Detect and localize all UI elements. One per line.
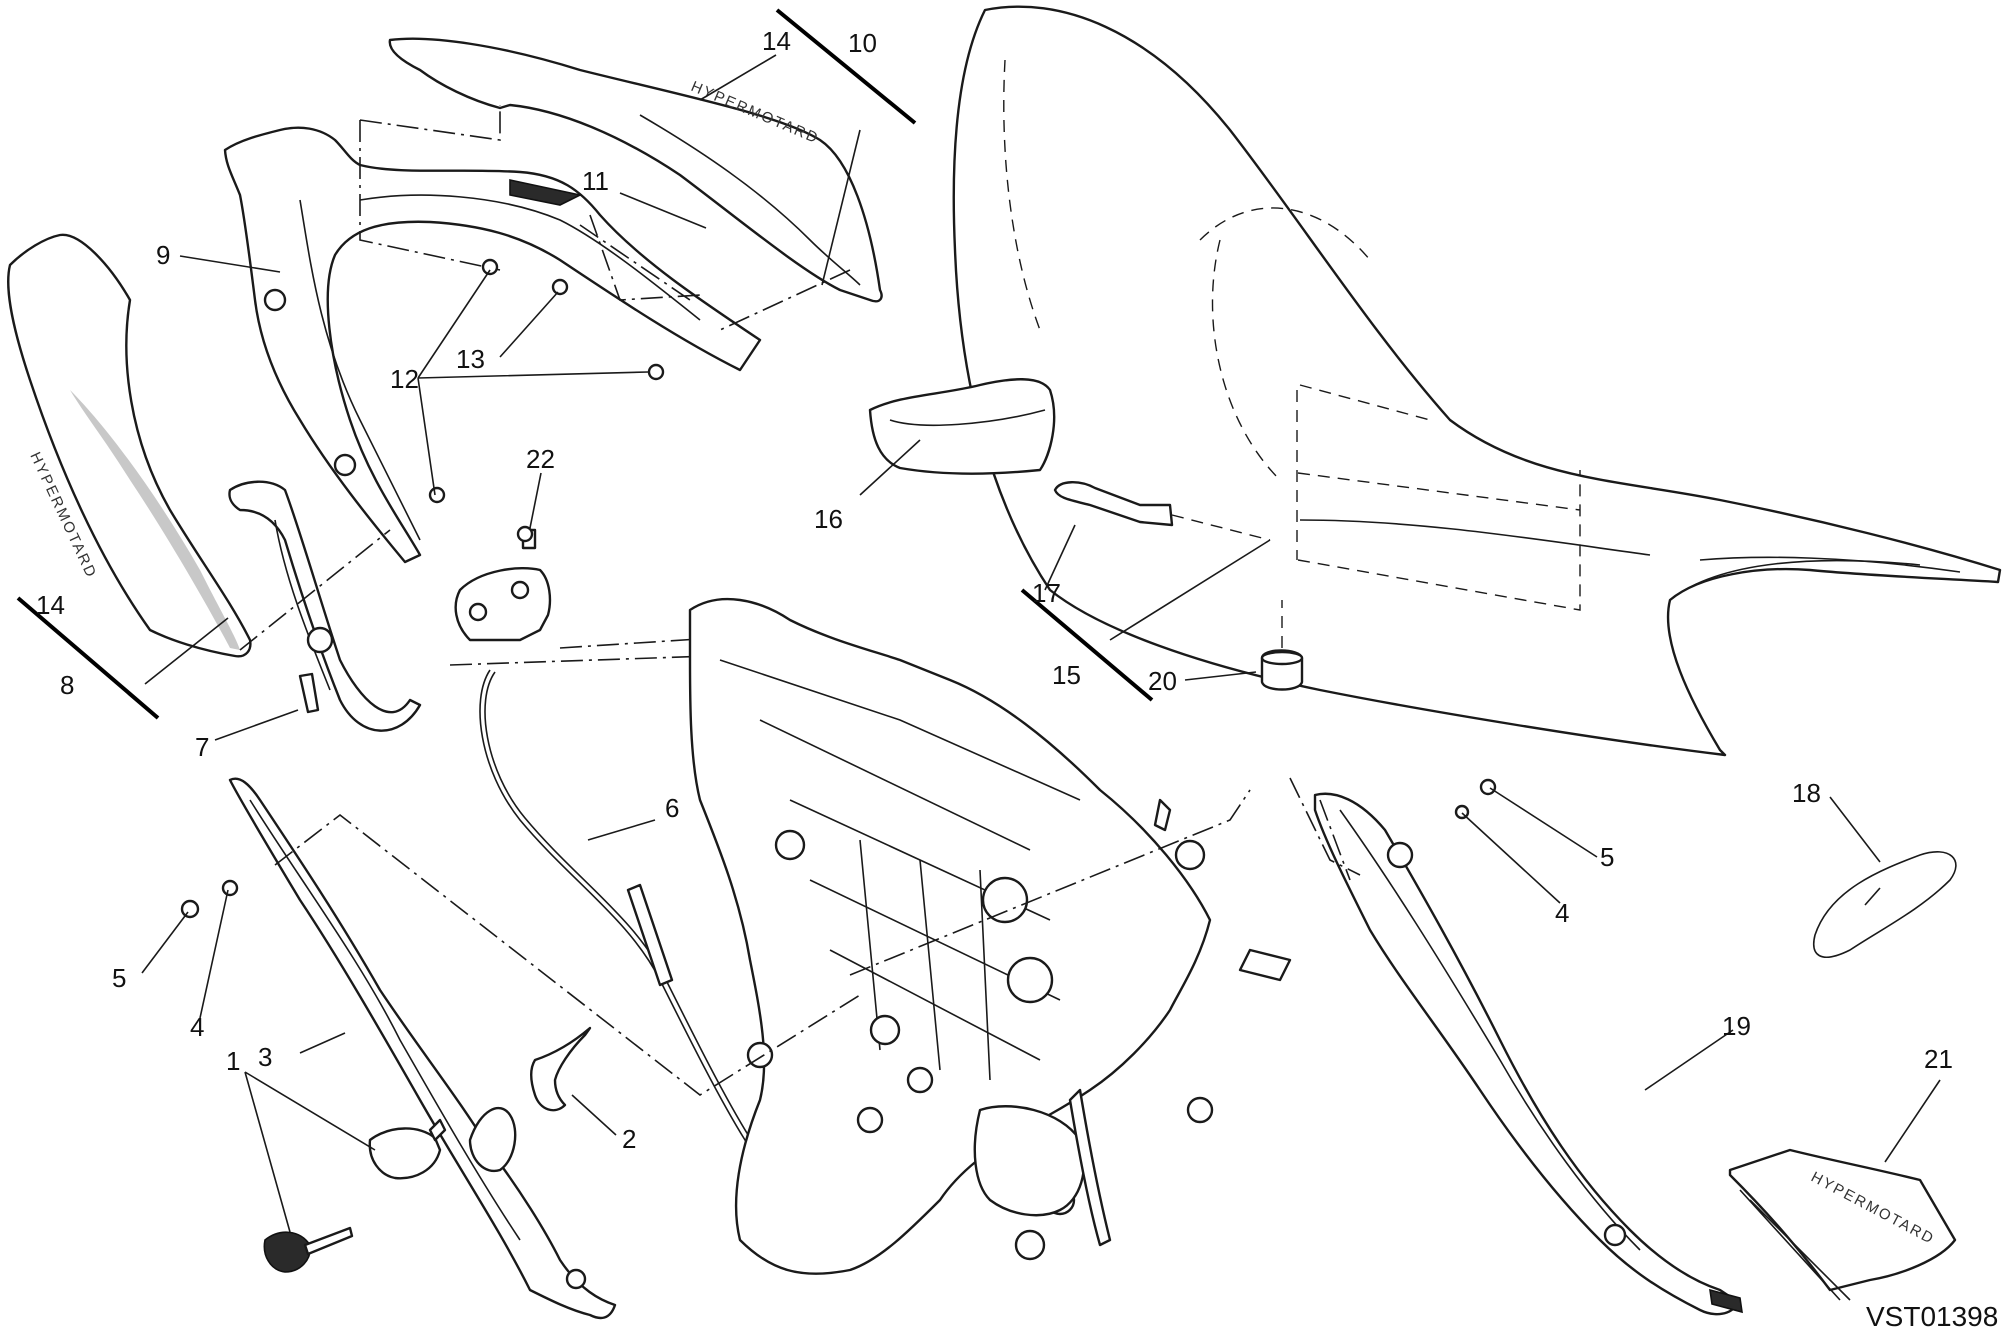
seat-dashed-guides [1296, 390, 1581, 611]
diagram-code: VST01398 [1866, 1301, 1998, 1332]
label-17: 17 [1032, 578, 1061, 608]
label-16: 16 [814, 504, 843, 534]
leader-lines [16, 8, 1941, 1233]
label-15: 15 [1052, 660, 1081, 690]
dash-9-10 [359, 105, 501, 271]
label-4-right: 4 [1555, 898, 1569, 928]
subframe [688, 597, 1292, 1275]
label-9: 9 [156, 240, 170, 270]
cable-loop-18 [1813, 851, 1957, 959]
label-7: 7 [195, 732, 209, 762]
label-3: 3 [258, 1042, 272, 1072]
label-2: 2 [622, 1124, 636, 1154]
grab-frame-9 [223, 126, 762, 564]
label-18: 18 [1792, 778, 1821, 808]
dash-11 [579, 214, 701, 301]
side-panel-3 [228, 777, 861, 1320]
callout-labels: 1 2 3 4 5 4 5 6 7 8 9 10 11 12 13 14 14 … [36, 26, 1953, 1154]
screws [180, 258, 1497, 919]
seat [952, 5, 2002, 757]
label-13: 13 [456, 344, 485, 374]
label-22: 22 [526, 444, 555, 474]
label-5-right: 5 [1600, 842, 1614, 872]
pad-16 [868, 378, 1056, 475]
label-1: 1 [226, 1046, 240, 1076]
label-14-left: 14 [36, 590, 65, 620]
label-11: 11 [582, 166, 609, 196]
strap-17 [1053, 481, 1271, 541]
label-8: 8 [60, 670, 74, 700]
label-20: 20 [1148, 666, 1177, 696]
rubber-20 [1260, 600, 1304, 691]
label-10: 10 [848, 28, 877, 58]
label-12: 12 [390, 364, 419, 394]
label-4-left: 4 [190, 1012, 204, 1042]
label-19: 19 [1722, 1011, 1751, 1041]
bracket-7 [228, 480, 422, 732]
lock-key-1 [263, 1118, 447, 1273]
label-5-left: 5 [112, 963, 126, 993]
manual-21: HYPERMOTARD [1728, 1148, 1957, 1301]
label-21: 21 [1924, 1044, 1953, 1074]
label-14-top: 14 [762, 26, 791, 56]
dash-10-right [719, 269, 851, 331]
label-6: 6 [665, 793, 679, 823]
part-2-clip [530, 1026, 592, 1112]
side-panel-19 [1289, 777, 1743, 1316]
